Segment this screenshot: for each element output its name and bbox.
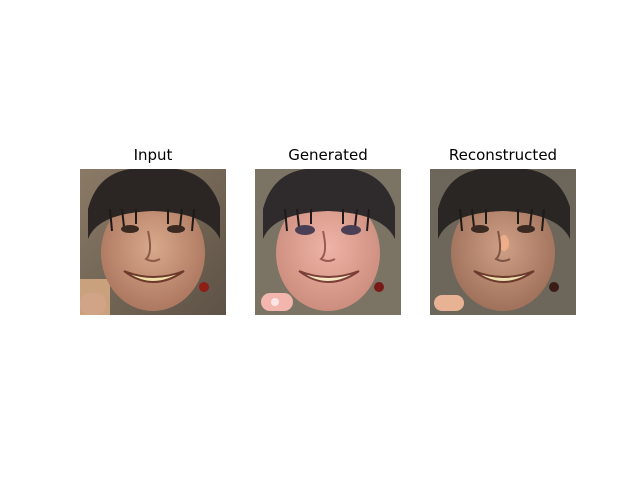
panel-input: Input: [80, 145, 226, 316]
panel-reconstructed: Reconstructed: [430, 145, 576, 316]
panel-title: Generated: [288, 146, 368, 164]
panel-title: Reconstructed: [448, 146, 558, 164]
face-photo-icon: [430, 169, 576, 315]
panel-title: Input: [133, 146, 173, 164]
face-photo-icon: [255, 169, 401, 315]
panel-generated: Generated: [255, 145, 401, 316]
face-photo-icon: [80, 169, 226, 315]
